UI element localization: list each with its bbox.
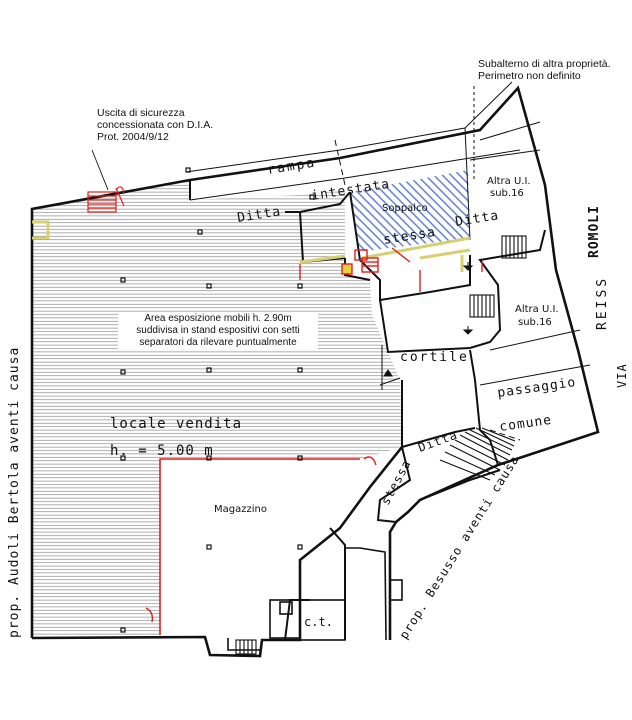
showroom-floor [32, 180, 402, 638]
label-ditta-3: Ditta [416, 428, 459, 455]
label-altra-ui-top-1: Altra U.I. [487, 176, 531, 187]
label-via: VIA [615, 363, 629, 388]
label-ct: c.t. [304, 615, 333, 629]
label-altra-ui-mid-2: sub.16 [518, 317, 552, 328]
note-exit-line-1: Uscita di sicurezza [97, 107, 185, 119]
note-exit-line-3: Prot. 2004/9/12 [97, 131, 169, 143]
stairs [235, 235, 527, 655]
outer-walls [30, 85, 600, 658]
label-audoli: prop. Audoli Bertola aventi causa [7, 347, 22, 638]
label-ditta-2: Ditta [454, 208, 500, 230]
note-area-line-1: Area esposizione mobili h. 2.90m [144, 313, 292, 324]
soppalco-hatch [350, 170, 470, 252]
note-subalterno: Subalterno di altra proprietà. Perimetro… [478, 58, 611, 82]
label-rampa: rampa [266, 155, 317, 178]
service-rooms [227, 547, 403, 651]
note-exit: Uscita di sicurezza concessionata con D.… [97, 107, 213, 143]
note-exit-line-2: concessionata con D.I.A. [97, 119, 214, 131]
note-subalterno-line-2: Perimetro non definito [478, 70, 581, 82]
note-area-line-2: suddivisa in stand espositivi con setti [136, 325, 300, 336]
label-comune: comune [498, 413, 553, 435]
label-altezza: h. = 5.00 m [110, 443, 214, 459]
label-altra-ui-top-2: sub.16 [490, 188, 524, 199]
yellow-walls [32, 220, 471, 272]
exit-leader [91, 149, 109, 191]
label-altra-ui-mid-1: Altra U.I. [515, 304, 559, 315]
label-magazzino: Magazzino [214, 504, 267, 515]
note-subalterno-line-1: Subalterno di altra proprietà. [478, 58, 611, 70]
label-cortile: cortile [400, 350, 469, 365]
label-romoli: ROMOLI [587, 205, 602, 258]
note-area-line-3: separatori da rilevare puntualmente [139, 337, 297, 348]
exit-stair [87, 186, 125, 213]
label-reiss: REISS [595, 276, 610, 330]
small-marks [379, 262, 474, 390]
note-area: Area esposizione mobili h. 2.90m suddivi… [118, 313, 318, 349]
columns [120, 167, 315, 633]
label-locale-vendita: locale vendita [110, 416, 242, 432]
boundary-lines [185, 81, 591, 441]
label-stessa-2: stessa [378, 457, 414, 507]
red-elements [145, 247, 483, 623]
label-ditta: Ditta [236, 204, 282, 226]
label-soppalco: Soppalco [382, 203, 428, 214]
label-passaggio: passaggio [496, 375, 577, 401]
magazzino-outline [159, 458, 360, 635]
